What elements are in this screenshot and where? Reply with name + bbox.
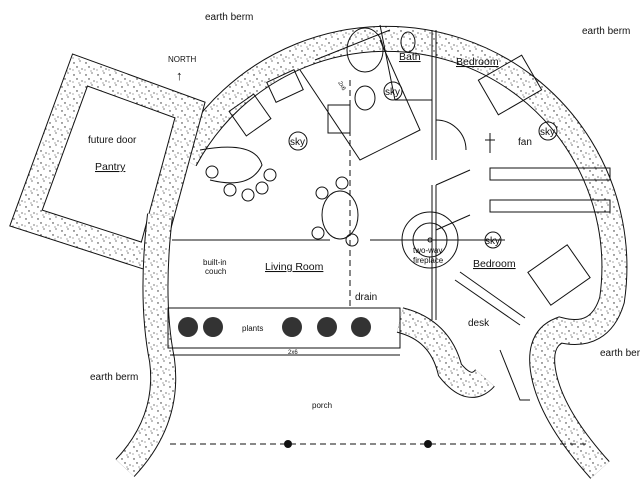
plant-icon [203,317,223,337]
pantry-walls [9,53,206,275]
label-fan: fan [518,137,532,148]
label-plants: plants [242,324,263,333]
north-arrow-icon: ↑ [176,68,183,83]
plant-icon [317,317,337,337]
label-earth-berm: earth berm [600,348,640,359]
bed-north [477,54,543,116]
left-berm-wall [115,213,177,477]
label-bedroom-north: Bedroom [456,56,499,68]
toilet [400,31,416,53]
label-desk: desk [468,318,490,329]
counter-sink [327,104,351,134]
kitchen [199,27,416,247]
label-counter-size: 2x6 [336,81,346,93]
svg-text:couch: couch [205,267,226,276]
porch-post [424,440,432,448]
bed-south [527,244,591,306]
entry-berm [396,307,495,398]
label-drain: drain [355,292,377,303]
plant-icon [282,317,302,337]
svg-text:sky: sky [485,236,500,247]
main-berm-wall [173,25,628,479]
label-earth-berm: earth berm [90,372,138,383]
svg-text:sky: sky [540,127,555,138]
label-bath: Bath [399,51,421,63]
label-fireplace: two-way [413,246,442,255]
plant-icon [178,317,198,337]
planter [167,307,401,356]
svg-text:sky: sky [290,137,305,148]
dining-table [321,190,359,240]
lavatory [354,85,376,111]
label-earth-berm: earth berm [582,26,630,37]
label-pantry: Pantry [95,161,126,173]
label-earth-berm: earth berm [205,12,253,23]
svg-text:fireplace: fireplace [413,256,444,265]
label-future-door: future door [88,135,137,146]
tub [346,27,384,73]
north-label: NORTH [168,55,197,64]
svg-text:sky: sky [385,87,400,98]
label-bedroom-south: Bedroom [473,258,516,270]
kitchen-island [199,146,263,184]
label-porch: porch [312,401,332,410]
sink [228,93,272,137]
stove [266,69,304,103]
label-living-room: Living Room [265,261,324,273]
label-planter-size: 2x6 [288,350,298,356]
skylights: sky sky sky sky [288,81,558,249]
porch-post [284,440,292,448]
label-couch: built-in [203,258,227,267]
plant-icon [351,317,371,337]
